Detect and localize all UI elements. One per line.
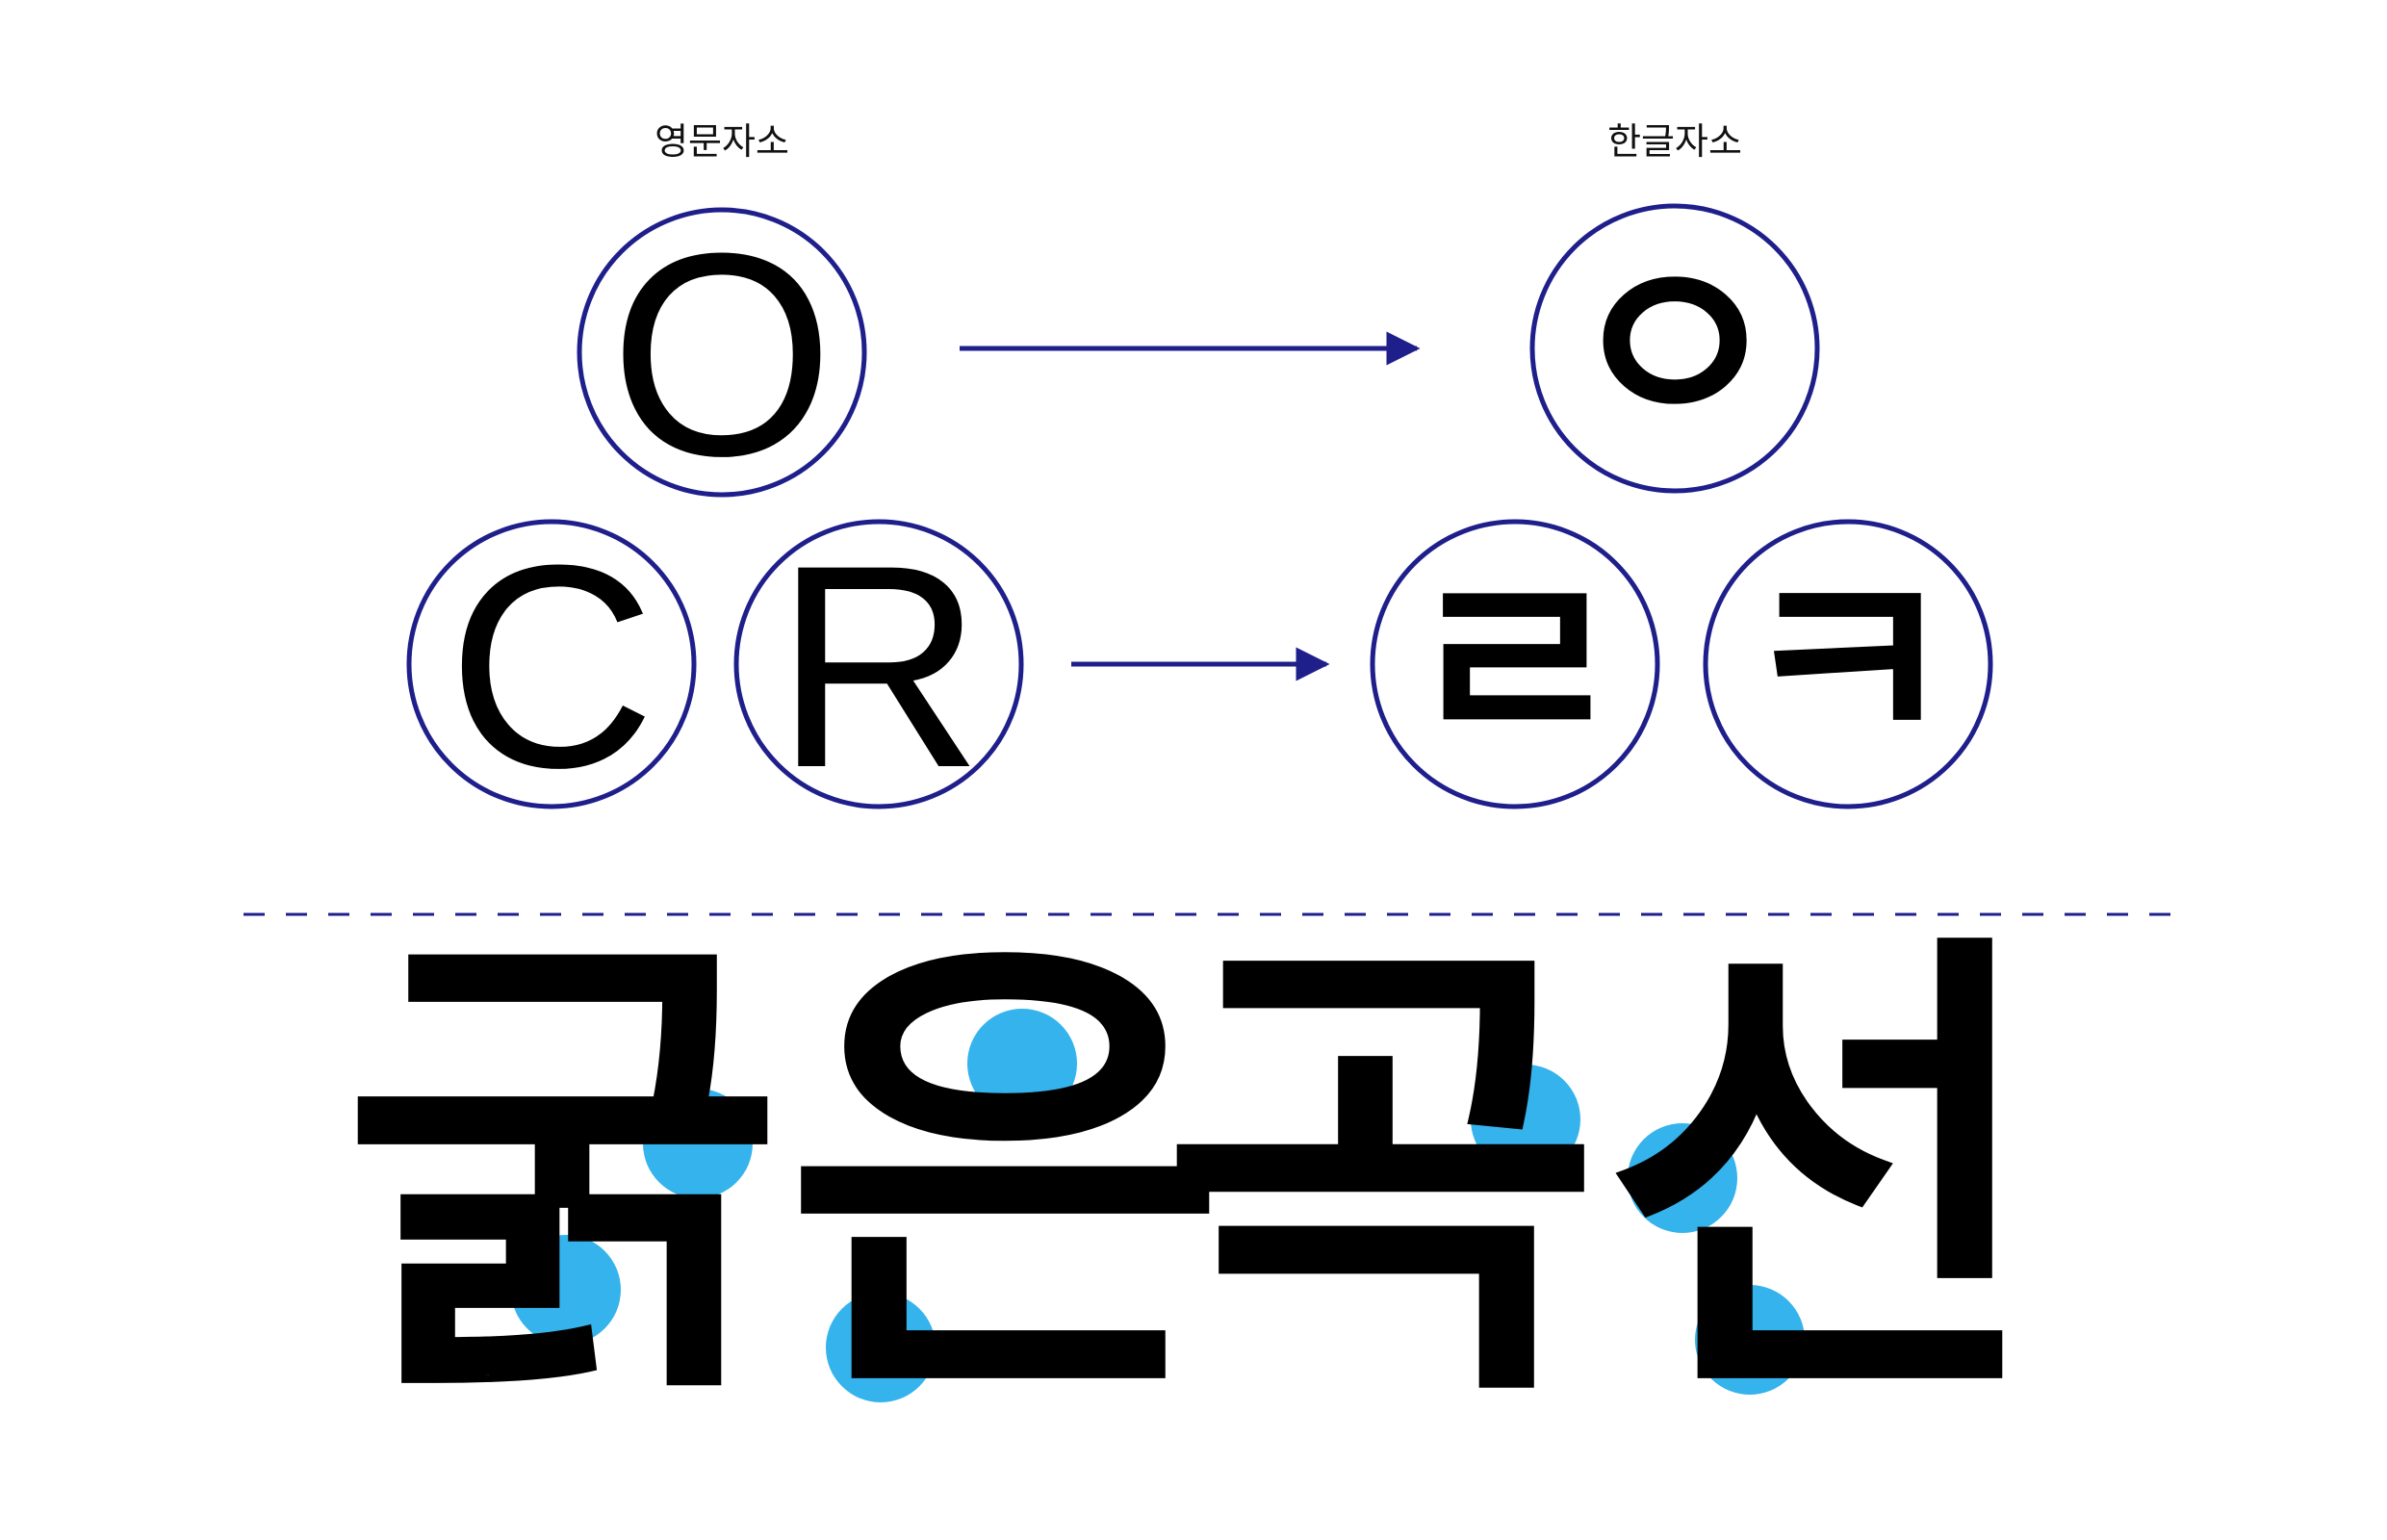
accent-dot [1471,1065,1580,1174]
accent-dot [967,1009,1077,1118]
circle-latin-o [577,207,867,498]
word-guleun: 굵은 [342,896,1227,1456]
accent-dot [511,1235,621,1345]
accent-dot [1695,1285,1805,1395]
circle-hangul-ieung [1529,203,1820,494]
glyph-hangul-ieung: ㅇ [1564,208,1785,488]
circle-latin-c [406,519,697,809]
circle-latin-r [733,519,1024,809]
circle-hangul-kieuk [1703,519,1993,809]
accent-dot [826,1293,936,1402]
glyph-latin-r: R [775,504,984,828]
word-gokseon: 곡선 [1160,896,2045,1456]
glyph-latin-o: O [609,192,834,516]
accent-dots [511,1009,1805,1402]
heading-latin-graphemes: 영문자소 [654,120,789,163]
glyph-hangul-rieul: ㄹ [1404,524,1626,804]
accent-dot [643,1089,753,1198]
circle-hangul-rieul [1370,519,1660,809]
heading-hangul-graphemes: 한글자소 [1607,120,1742,163]
accent-dot [1628,1123,1737,1233]
glyph-latin-c: C [448,504,656,828]
glyph-hangul-kieuk: ㅋ [1737,524,1959,804]
